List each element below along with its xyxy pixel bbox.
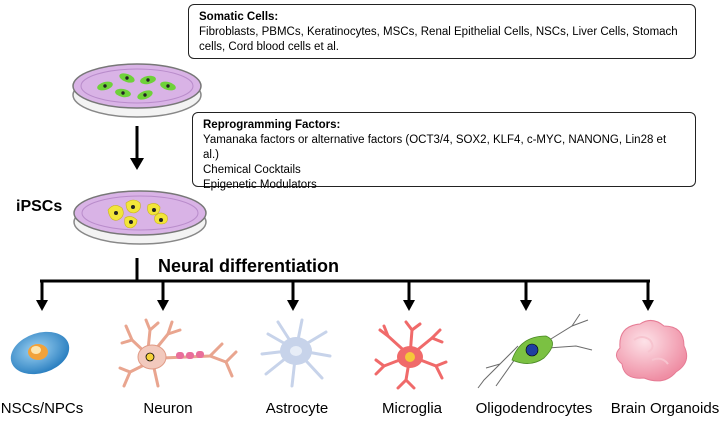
cell-label-brain-organoids: Brain Organoids [610, 400, 720, 417]
somatic-cells-line-1: Fibroblasts, PBMCs, Keratinocytes, MSCs,… [199, 26, 678, 38]
cell-label-oligodendrocytes: Oligodendrocytes [475, 400, 593, 417]
differentiation-tree [36, 258, 654, 311]
ipsc-petri-dish [73, 190, 207, 245]
neural-differentiation-title: Neural differentiation [158, 256, 340, 276]
oligodendrocyte-body [511, 335, 553, 364]
nsc-npc-illustration [10, 331, 70, 375]
neuron-illustration [118, 318, 238, 388]
cell-label-neuron: Neuron [143, 400, 193, 417]
somatic-cells-line-2: cells, Cord blood cells et al. [199, 41, 339, 53]
somatic-cells [97, 73, 176, 100]
reprogramming-factors-line-2: Chemical Cocktails [203, 164, 301, 176]
ipsc-label: iPSCs [16, 198, 63, 215]
reprogramming-factors-line-1: Yamanaka factors or alternative factors … [203, 134, 667, 161]
somatic-petri-dish [72, 63, 202, 118]
microglia-body [397, 346, 423, 368]
brain-organoid-illustration [616, 320, 688, 382]
neuron-body [137, 344, 204, 370]
somatic-cells-title: Somatic Cells: [199, 11, 279, 23]
cell-label-microglia: Microglia [381, 400, 443, 417]
ipsc-cells [107, 199, 168, 229]
somatic-cells-box: Somatic Cells: Fibroblasts, PBMCs, Kerat… [188, 4, 696, 59]
cell-label-astrocyte: Astrocyte [265, 400, 329, 417]
astrocyte-body [280, 337, 312, 365]
reprogramming-arrowhead [130, 158, 144, 170]
reprogramming-factors-box: Reprogramming Factors: Yamanaka factors … [192, 112, 696, 191]
cell-label-nsc-npc: NSCs/NPCs [0, 400, 84, 417]
reprogramming-factors-line-3: Epigenetic Modulators [203, 179, 317, 191]
reprogramming-factors-title: Reprogramming Factors: [203, 119, 341, 131]
